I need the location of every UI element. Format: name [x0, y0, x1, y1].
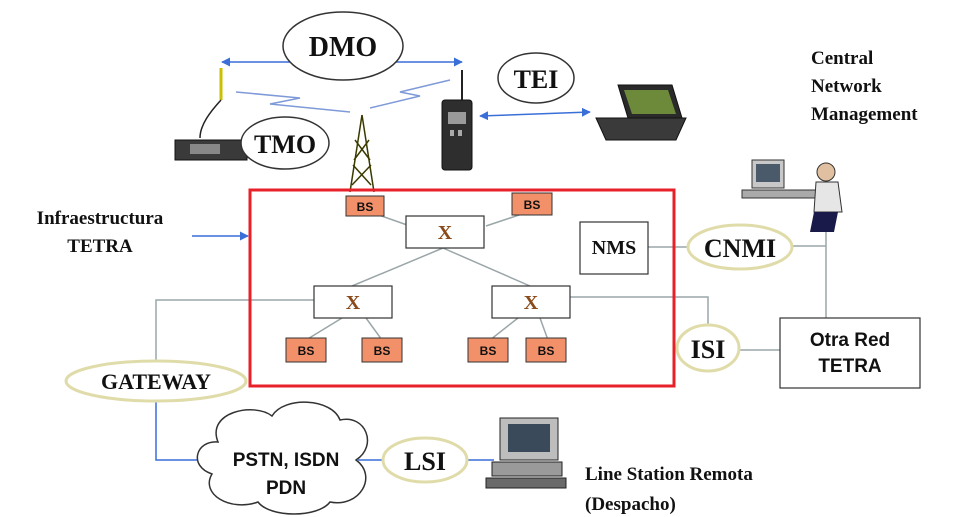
- gateway-links: [155, 299, 314, 461]
- switch-left-symbol: X: [346, 292, 361, 314]
- infra-internal-links: [305, 211, 549, 341]
- tower-icon: [349, 114, 375, 193]
- isi-oval: ISI: [675, 323, 741, 373]
- tei-link: [479, 107, 591, 121]
- bs-box-2: BS: [511, 192, 553, 216]
- bs-box-5: BS: [467, 337, 509, 363]
- tei-oval: TEI: [497, 52, 575, 104]
- otra-label-line2: TETRA: [818, 356, 882, 377]
- dmo-oval: DMO: [282, 11, 404, 81]
- line-station-label-line2: (Despacho): [585, 494, 676, 515]
- isi-label: ISI: [691, 335, 726, 364]
- dmo-label: DMO: [309, 32, 377, 63]
- operator-workstation-icon: [741, 159, 843, 232]
- switch-right: X: [491, 285, 571, 319]
- central-label-line3: Management: [811, 104, 918, 125]
- infra-label-line2: TETRA: [67, 236, 133, 257]
- tetra-infrastructure-box: [248, 188, 676, 388]
- gateway-oval: GATEWAY: [64, 359, 248, 403]
- bs-box-4: BS: [361, 337, 403, 363]
- line-station-remota-label: Line Station Remota (Despacho): [585, 464, 753, 515]
- otra-label-line1: Otra Red: [810, 330, 890, 351]
- mobile-terminal-icon: [174, 68, 248, 161]
- bs-label: BS: [524, 198, 541, 212]
- lsi-label: LSI: [404, 447, 446, 476]
- otra-red-tetra-box: Otra Red TETRA: [779, 317, 921, 389]
- bs-label: BS: [538, 344, 555, 358]
- cnmi-oval: CNMI: [686, 223, 794, 271]
- lsi-oval: LSI: [381, 436, 469, 484]
- infra-label-line1: Infraestructura: [37, 208, 164, 229]
- nms-label: NMS: [592, 237, 636, 259]
- laptop-icon: [595, 84, 687, 141]
- switch-top: X: [405, 215, 485, 249]
- bs-label: BS: [374, 344, 391, 358]
- pstn-label-line1: PSTN, ISDN: [233, 450, 340, 471]
- bs-box-6: BS: [525, 337, 567, 363]
- pstn-cloud: PSTN, ISDN PDN: [196, 401, 369, 515]
- cnmi-vertical-link: [790, 232, 827, 318]
- gateway-label: GATEWAY: [101, 369, 211, 394]
- pstn-label-line2: PDN: [266, 478, 306, 499]
- radio-zigzag-links: [235, 79, 451, 113]
- central-network-management-label: Central Network Management: [811, 48, 918, 125]
- handheld-radio-icon: [441, 70, 473, 171]
- bs-label: BS: [480, 344, 497, 358]
- bs-box-3: BS: [285, 337, 327, 363]
- tmo-oval: TMO: [240, 116, 330, 170]
- cnmi-label: CNMI: [704, 234, 776, 263]
- line-station-label-line1: Line Station Remota: [585, 464, 753, 485]
- switch-left: X: [313, 285, 393, 319]
- bs-label: BS: [298, 344, 315, 358]
- central-label-line2: Network: [811, 76, 882, 97]
- nms-box: NMS: [579, 221, 649, 275]
- central-label-line1: Central: [811, 48, 873, 69]
- bs-label: BS: [357, 200, 374, 214]
- tei-label: TEI: [514, 65, 559, 94]
- switch-top-symbol: X: [438, 222, 453, 244]
- bs-box-1: BS: [345, 195, 385, 217]
- switch-right-symbol: X: [524, 292, 539, 314]
- dispatch-computer-icon: [485, 417, 567, 489]
- tmo-label: TMO: [254, 130, 316, 159]
- infraestructura-label: Infraestructura TETRA: [37, 208, 164, 257]
- isi-links: [570, 296, 780, 351]
